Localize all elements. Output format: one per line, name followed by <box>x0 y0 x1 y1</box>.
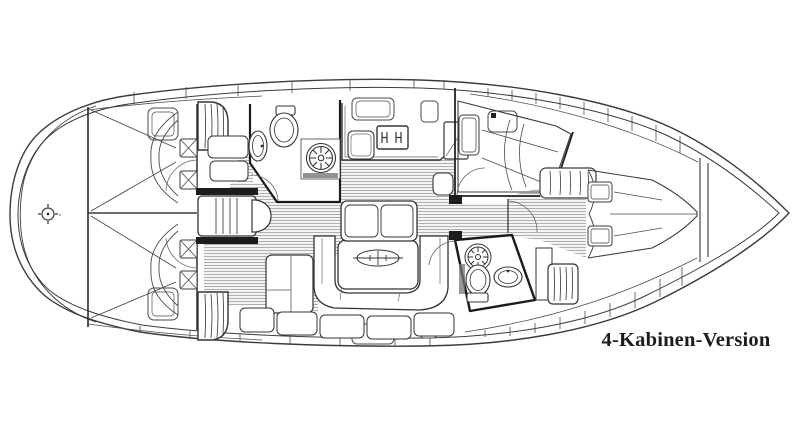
deck-hatch-icon <box>420 100 439 123</box>
transom-inner-curve <box>19 105 97 323</box>
cabin-trunk-line-top <box>87 95 263 111</box>
port-forward-cabin <box>454 88 597 199</box>
aft-cabins <box>88 104 198 330</box>
hull-outline <box>9 78 790 347</box>
table-inlay-icon <box>353 249 403 267</box>
side-decks <box>87 79 709 346</box>
cabin-trunk-line-bottom <box>87 323 263 341</box>
stern-deck <box>38 107 89 327</box>
aft-head <box>428 233 579 313</box>
bow-cabin <box>449 169 698 259</box>
wet-locker <box>207 135 249 159</box>
settee-back-cushions <box>239 307 455 340</box>
toilet-icon <box>465 264 491 303</box>
bow-cabin-door-arc <box>507 200 538 233</box>
sink-icon <box>248 130 268 162</box>
galley <box>341 103 469 196</box>
aft-cabin-port-door-arc <box>165 159 198 192</box>
door-jamb <box>449 231 462 240</box>
forward-berth-port <box>457 100 572 193</box>
nav-seat <box>432 172 454 196</box>
pillow-icon <box>587 181 613 247</box>
salon <box>239 200 455 340</box>
deck-fitting-icon <box>38 204 61 224</box>
bow-shelf-bottom-line <box>464 257 698 333</box>
hull-outer-line <box>9 78 790 347</box>
wet-locker <box>209 160 249 182</box>
slatted-locker <box>539 167 597 199</box>
aft-berth-starboard <box>90 215 179 319</box>
companionway-steps <box>197 195 257 237</box>
door-jamb <box>449 195 462 204</box>
aft-berth-port <box>90 109 179 212</box>
companionway-wall-bottom <box>196 237 258 244</box>
stove-icon <box>376 125 409 150</box>
forward-head <box>248 100 342 204</box>
companionway-wall-top <box>196 188 258 195</box>
companionway <box>196 188 272 244</box>
u-settee <box>313 235 449 311</box>
steps-landing <box>251 199 272 233</box>
pillow-icon <box>458 114 480 156</box>
aft-head-door-arc <box>428 240 456 266</box>
forward-head-door-arc <box>250 174 279 202</box>
chainplate-mark <box>491 113 496 118</box>
salon-table <box>337 200 419 290</box>
pillow-icon <box>179 138 198 290</box>
sink-icon <box>493 266 523 288</box>
deck-inner-line <box>17 86 780 339</box>
salon-side-bench <box>265 254 314 314</box>
bow-shelf-top-line <box>469 93 699 163</box>
chain-locker-bulkhead <box>699 158 709 262</box>
slatted-locker <box>547 263 579 305</box>
louvered-lockers <box>197 101 249 341</box>
toilet-icon <box>269 105 299 148</box>
aft-cabin-starboard-door-arc <box>165 237 198 269</box>
shower-icon <box>305 142 337 174</box>
layout-version-caption: 4-Kabinen-Version <box>601 329 771 351</box>
port-forward-cabin-door-arc <box>456 167 486 197</box>
